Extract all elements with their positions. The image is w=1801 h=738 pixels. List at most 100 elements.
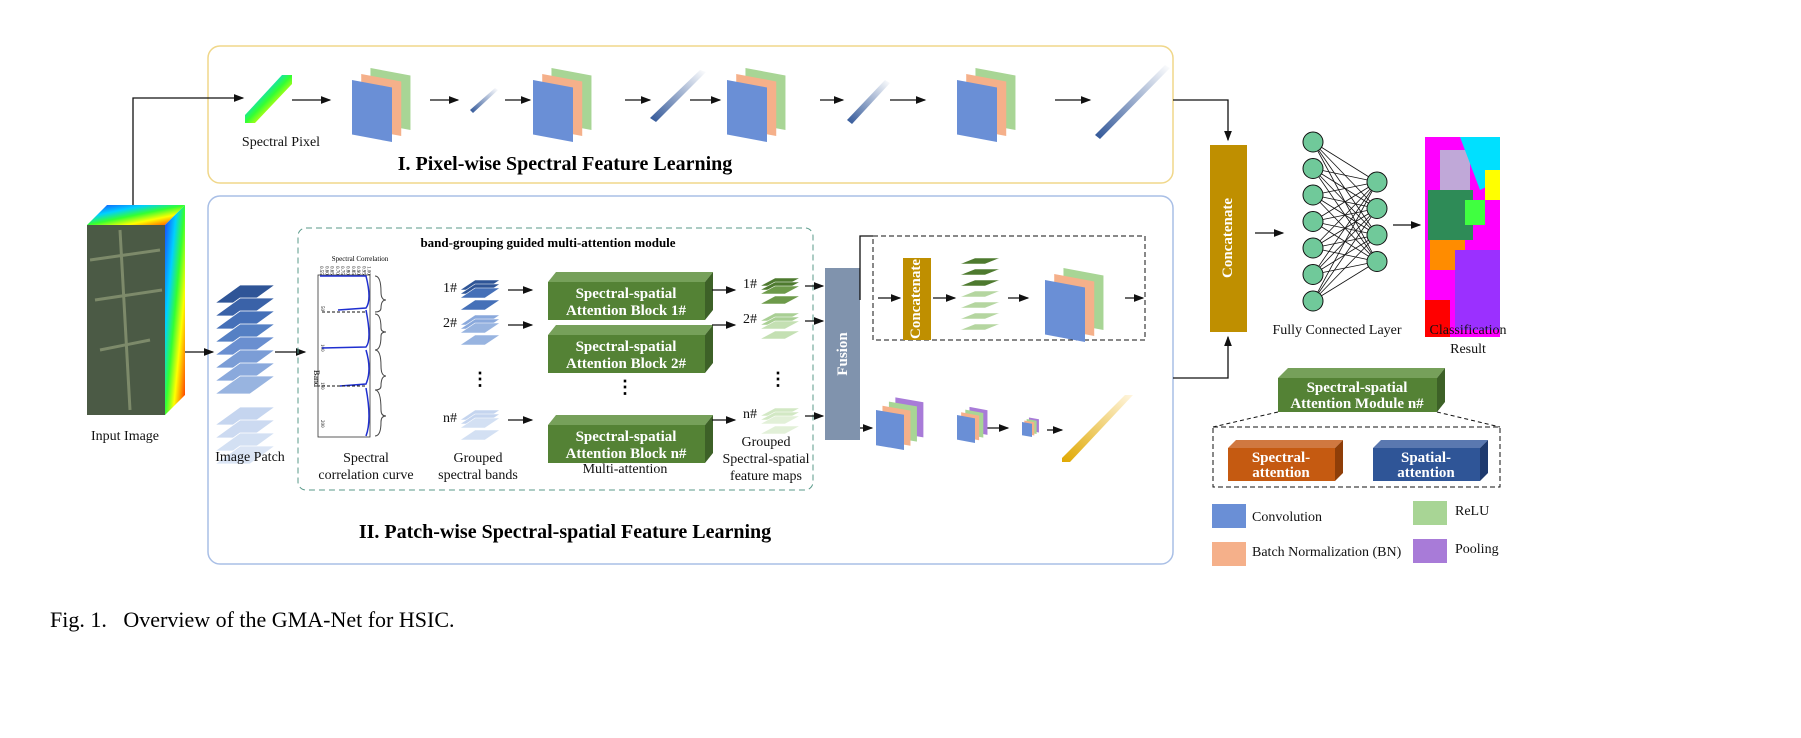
grouped-bands-label-1: Grouped xyxy=(454,451,503,466)
grouped-band-stack xyxy=(459,314,501,346)
neuron-node xyxy=(1302,184,1324,206)
conv-bn-relu-block xyxy=(727,68,786,142)
attention-module-block: Spectral-spatial Attention Module n# xyxy=(1278,368,1445,412)
curve-tick-label: 0.95 xyxy=(360,266,365,275)
feature-maps-label-1: Grouped xyxy=(742,435,791,450)
attention-block-label: Attention Block 1# xyxy=(566,303,687,319)
legend-label: Batch Normalization (BN) xyxy=(1252,545,1402,560)
classification-map xyxy=(1425,137,1500,337)
curve-tick-label: 1.00 xyxy=(366,266,371,275)
pixel-branch-title: I. Pixel-wise Spectral Feature Learning xyxy=(398,153,733,175)
legend: Convolution ReLU Batch Normalization (BN… xyxy=(1212,501,1499,566)
inner-concatenate-label: Concatenate xyxy=(908,259,924,339)
spectral-pixel-icon xyxy=(245,75,292,123)
attention-block-label: Attention Block 2# xyxy=(566,356,687,372)
legend-swatch-relu xyxy=(1413,501,1447,525)
legend-swatch-bn xyxy=(1212,542,1246,566)
spectral-pixel-label: Spectral Pixel xyxy=(242,135,320,150)
feature-map-layer xyxy=(959,323,1001,331)
group-id-label: n# xyxy=(443,411,457,426)
pixel-branch-box xyxy=(207,45,1174,184)
conv-bn-relu-block xyxy=(1045,268,1104,342)
svg-text:Spatial-: Spatial- xyxy=(1401,450,1451,466)
feature-maps-label-3: feature maps xyxy=(730,469,802,484)
band-tick-label: 50 xyxy=(319,306,324,312)
legend-label: Pooling xyxy=(1455,542,1499,557)
neuron-node xyxy=(1302,131,1324,153)
inner-concatenate-block xyxy=(903,258,931,340)
svg-text:⋮: ⋮ xyxy=(471,369,489,389)
neuron-node xyxy=(1366,224,1388,246)
module-title: band-grouping guided multi-attention mod… xyxy=(420,235,675,250)
patch-feature-vector xyxy=(1062,395,1133,462)
legend-label: ReLU xyxy=(1455,504,1489,519)
conv-bn-relu-pool-block xyxy=(957,406,988,443)
grouped-band-stack xyxy=(459,279,501,311)
neuron-node xyxy=(1302,237,1324,259)
svg-text:Spectral-: Spectral- xyxy=(1252,450,1310,466)
multi-attention-label: Multi-attention xyxy=(583,462,668,477)
spectral-attention-block: Spectral- attention xyxy=(1228,440,1343,481)
neuron-node xyxy=(1302,158,1324,179)
result-label-1: Classification xyxy=(1430,323,1507,338)
image-patch-stack xyxy=(213,284,277,465)
feature-map-layer xyxy=(959,268,1001,276)
neuron-node xyxy=(1366,198,1388,219)
neuron-node xyxy=(1302,264,1324,285)
band-tick-label: 150 xyxy=(319,382,324,390)
curve-tick-label: 0.55 xyxy=(318,266,323,275)
feature-map-layer xyxy=(959,279,1001,287)
curve-tick-label: 0.60 xyxy=(323,266,328,275)
attention-block-label: Attention Block n# xyxy=(566,446,687,462)
grouped-bands-label-2: spectral bands xyxy=(438,468,518,483)
feature-map-layer xyxy=(959,301,1001,309)
legend-swatch-pooling xyxy=(1413,539,1447,563)
patch-branch-title: II. Patch-wise Spectral-spatial Feature … xyxy=(359,521,771,543)
feature-map-layer xyxy=(959,312,1001,320)
spectral-vector xyxy=(847,80,890,124)
neuron-node xyxy=(1366,171,1388,193)
curve-tick-label: 0.70 xyxy=(334,266,339,275)
group-id-label: 2# xyxy=(443,316,457,331)
grouped-band-stack xyxy=(459,409,501,441)
concatenate-label: Concatenate xyxy=(1220,198,1236,278)
svg-text:attention: attention xyxy=(1397,465,1455,481)
curve-tick-label: 0.80 xyxy=(345,266,350,275)
band-axis-label: Band xyxy=(312,370,321,387)
patch-branch-box xyxy=(207,195,1174,565)
feature-map-stack xyxy=(759,407,801,435)
legend-swatch-convolution xyxy=(1212,504,1246,528)
spatial-attention-block: Spatial- attention xyxy=(1373,440,1488,481)
attention-block-label: Spectral-spatial xyxy=(576,286,677,302)
input-image-label: Input Image xyxy=(91,429,159,444)
svg-text:⋮: ⋮ xyxy=(769,369,787,389)
group-id-label: 1# xyxy=(443,281,457,296)
conv-bn-relu-block xyxy=(533,68,592,142)
svg-text:attention: attention xyxy=(1252,465,1310,481)
svg-text:⋮: ⋮ xyxy=(616,377,634,397)
feature-group-id-label: 2# xyxy=(743,312,757,327)
conv-bn-relu-pool-block xyxy=(1022,417,1039,437)
feature-map-stack xyxy=(759,312,801,340)
fusion-block xyxy=(825,268,860,440)
concatenate-block xyxy=(1210,145,1247,332)
attention-block-label: Spectral-spatial xyxy=(576,429,677,445)
curve-label-2: correlation curve xyxy=(318,468,413,483)
legend-label: Convolution xyxy=(1252,510,1322,525)
feature-group-id-label: 1# xyxy=(743,277,757,292)
band-tick-label: 100 xyxy=(319,344,324,352)
fc-label: Fully Connected Layer xyxy=(1272,323,1401,338)
feature-map-layer xyxy=(959,290,1001,298)
multi-attention-module-box xyxy=(297,227,814,491)
curve-tick-label: 0.85 xyxy=(350,266,355,275)
conv-bn-relu-block xyxy=(352,68,411,142)
band-tick-label: 200 xyxy=(319,420,324,428)
feature-map-stack xyxy=(759,277,801,305)
curve-label-1: Spectral xyxy=(343,451,389,466)
spectral-vector xyxy=(650,70,706,122)
curve-tick-label: 0.75 xyxy=(339,266,344,275)
feature-group-id-label: n# xyxy=(743,407,757,422)
feature-maps-label-2: Spectral-spatial xyxy=(722,452,809,467)
